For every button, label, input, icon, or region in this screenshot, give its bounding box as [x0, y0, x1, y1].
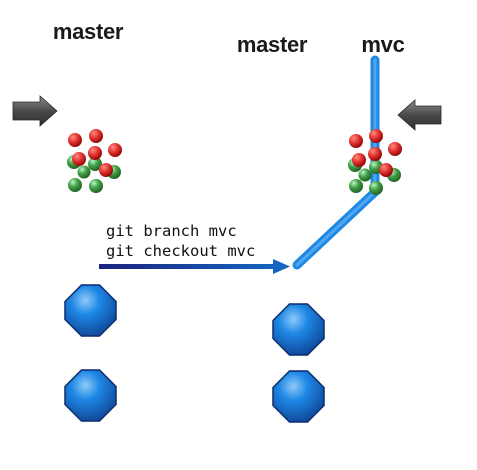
right-commit-1-icon — [272, 303, 325, 356]
command-checkout-text: git checkout mvc — [106, 242, 255, 260]
right-commit-2-icon — [272, 370, 325, 423]
right-working-arrow-icon — [397, 99, 442, 131]
left-changes-cluster-icon — [67, 129, 122, 193]
left-master-label: master — [53, 19, 124, 44]
right-mvc-label: mvc — [361, 32, 404, 57]
left-working-arrow-icon — [12, 95, 58, 127]
left-commit-1-icon — [64, 284, 117, 337]
right-master-label: master — [237, 32, 308, 57]
left-commit-2-icon — [64, 369, 117, 422]
command-branch-text: git branch mvc — [106, 222, 237, 240]
right-changes-cluster-icon — [348, 129, 402, 195]
command-arrow-icon — [99, 259, 290, 274]
